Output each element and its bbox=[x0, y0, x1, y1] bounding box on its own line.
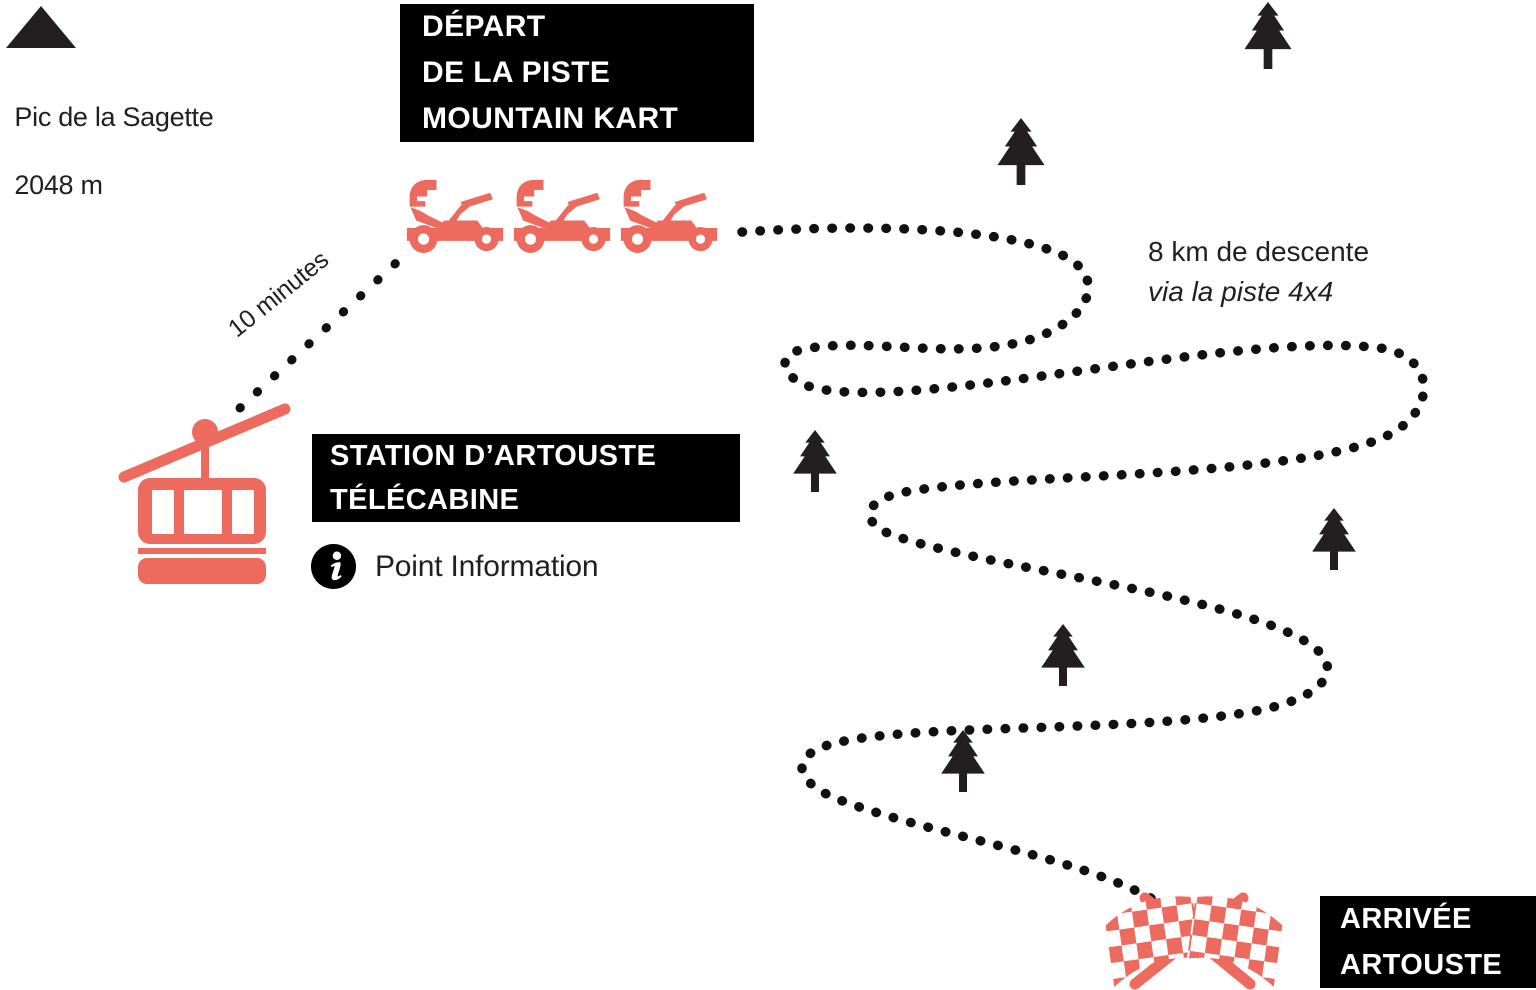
go-kart-icon bbox=[406, 179, 504, 253]
depart-banner-line3: MOUNTAIN KART bbox=[400, 96, 754, 142]
depart-banner-line2: DE LA PISTE bbox=[400, 50, 650, 96]
pine-tree-icon bbox=[941, 730, 985, 792]
mountain-peak-icon bbox=[6, 6, 76, 48]
info-point-row[interactable]: Point Information bbox=[310, 543, 599, 590]
peak-altitude: 2048 m bbox=[14, 170, 103, 200]
pine-tree-icon bbox=[1312, 508, 1356, 570]
go-kart-icon bbox=[620, 179, 718, 253]
walk-dotted-path bbox=[235, 245, 415, 413]
station-banner-line1: STATION D’ARTOUSTE bbox=[312, 434, 740, 478]
pine-tree-icon bbox=[997, 118, 1045, 185]
checkered-flags-icon bbox=[1102, 892, 1286, 990]
peak-label: Pic de la Sagette 2048 m bbox=[0, 66, 213, 202]
descent-note-line2: via la piste 4x4 bbox=[1148, 276, 1334, 307]
arrivee-banner-line2: ARTOUSTE bbox=[1320, 942, 1536, 988]
descent-note-line1: 8 km de descente bbox=[1148, 236, 1370, 267]
information-icon[interactable] bbox=[310, 543, 357, 590]
pine-tree-icon bbox=[793, 430, 837, 492]
depart-banner-line1: DÉPART bbox=[400, 4, 596, 50]
info-point-label: Point Information bbox=[375, 549, 599, 583]
descent-note: 8 km de descente via la piste 4x4 bbox=[1148, 232, 1369, 312]
station-banner-line2: TÉLÉCABINE bbox=[312, 478, 580, 522]
cable-car-icon bbox=[118, 403, 291, 584]
go-kart-icon bbox=[513, 179, 611, 253]
pine-tree-icon bbox=[1244, 2, 1292, 69]
arrivee-banner-line1: ARRIVÉE bbox=[1320, 896, 1518, 942]
peak-name: Pic de la Sagette bbox=[14, 102, 214, 132]
arrivee-banner: ARRIVÉE ARTOUSTE bbox=[1320, 896, 1536, 988]
station-banner: STATION D’ARTOUSTE TÉLÉCABINE bbox=[312, 434, 740, 522]
depart-banner: DÉPART DE LA PISTE MOUNTAIN KART bbox=[400, 4, 754, 142]
dotted-track-path bbox=[737, 223, 1429, 935]
pine-tree-icon bbox=[1041, 624, 1085, 686]
